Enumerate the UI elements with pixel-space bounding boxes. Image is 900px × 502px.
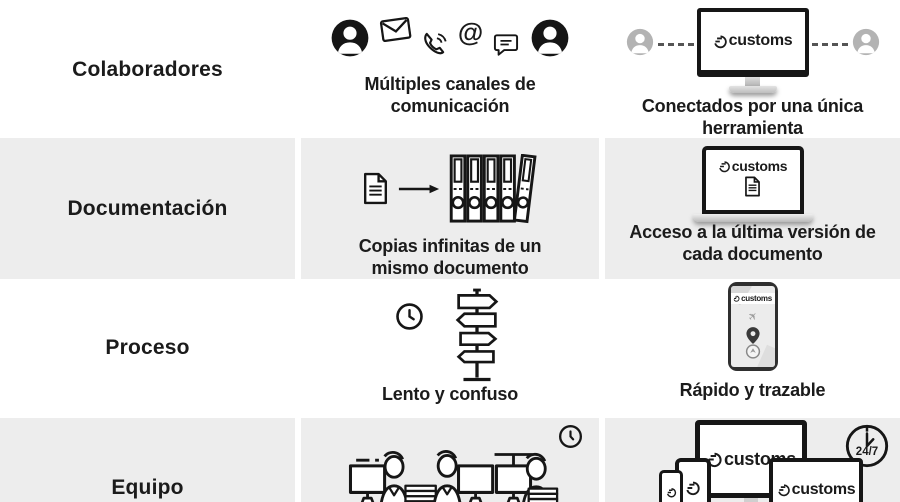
monitor-base [728, 86, 777, 93]
document-icon [362, 172, 389, 210]
always-on-badge: 24/7 [855, 446, 879, 458]
before-caption-documentacion: Copias infinitas de un mismo documento [358, 236, 542, 278]
after-caption-colaboradores: Conectados por una única herramienta [641, 96, 864, 138]
after-caption-proceso: Rápido y trazable [679, 380, 826, 400]
after-cell-equipo: customs customs [605, 418, 900, 502]
customs-logo: customs [718, 158, 788, 174]
smartphone-screen: customs ✈ [730, 286, 775, 367]
slow-process-illustration [395, 286, 506, 384]
copies-illustration [362, 153, 539, 229]
person-gray-icon [625, 27, 655, 62]
before-cell-colaboradores: @ Múltiples canales de comunicación [301, 0, 599, 139]
at-icon: @ [457, 17, 484, 47]
row-colaboradores: Colaboradores @ [0, 0, 900, 138]
monitor-screen: customs [696, 8, 809, 77]
after-cell-colaboradores: customs Conectados por una única herrami… [605, 0, 900, 139]
laptop-screen: customs [701, 146, 804, 214]
binders-icon [449, 153, 539, 229]
row-label-equipo: Equipo [111, 476, 184, 499]
phone-icon [421, 31, 448, 63]
row-label-documentacion: Documentación [67, 196, 228, 220]
communication-channels-icons: @ [329, 15, 571, 65]
map-pin-icon [745, 326, 760, 350]
envelope-icon [379, 16, 413, 48]
clock-24-7-icon: 24/7 [843, 422, 891, 470]
desktop-monitor: customs [696, 8, 809, 93]
laptop-screen: customs [769, 458, 863, 502]
row-equipo: Equipo [0, 418, 900, 502]
chat-bubble-icon [493, 33, 519, 62]
before-caption-colaboradores: Múltiples canales de comunicación [364, 74, 536, 116]
signpost-icon [448, 286, 506, 389]
customs-logo-glyph [686, 481, 700, 496]
row-proceso: Proceso [0, 278, 900, 418]
clock-icon [558, 424, 583, 454]
monitor-neck [745, 77, 760, 86]
multi-device-illustration: customs customs [605, 418, 900, 502]
customs-logo-glyph [666, 487, 676, 497]
label-cell-equipo: Equipo [0, 418, 295, 502]
customs-logo: customs [777, 481, 856, 499]
before-cell-equipo [301, 418, 599, 502]
after-cell-proceso: customs ✈ Rápido y trazable [605, 278, 900, 418]
connected-illustration: customs [625, 8, 881, 93]
monitor-neck [744, 498, 758, 502]
label-cell-proceso: Proceso [0, 278, 295, 418]
dashed-link [811, 43, 848, 46]
laptop-base [692, 214, 813, 222]
compass-icon [745, 344, 760, 364]
laptop: customs [692, 146, 813, 222]
dashed-link [657, 43, 694, 46]
before-caption-proceso: Lento y confuso [382, 384, 518, 404]
person-icon [529, 17, 571, 64]
smartphone: customs ✈ [727, 282, 778, 371]
row-label-proceso: Proceso [105, 336, 190, 359]
label-cell-documentacion: Documentación [0, 138, 295, 280]
smartphone [659, 470, 683, 502]
person-gray-icon [851, 27, 881, 62]
team-desks-icon [341, 443, 559, 502]
clock-icon [395, 302, 424, 336]
row-label-colaboradores: Colaboradores [72, 57, 223, 81]
before-cell-documentacion: Copias infinitas de un mismo documento [301, 138, 599, 280]
label-cell-colaboradores: Colaboradores [0, 0, 295, 139]
person-icon [329, 17, 371, 64]
before-cell-proceso: Lento y confuso [301, 278, 599, 418]
arrow-right-icon [397, 182, 441, 200]
row-documentacion: Documentación [0, 138, 900, 280]
document-icon [744, 176, 761, 202]
laptop: customs [769, 458, 863, 502]
customs-logo: customs [713, 32, 793, 50]
after-caption-documentacion: Acceso a la última versión de cada docum… [629, 222, 876, 264]
customs-logo: customs [730, 293, 775, 304]
after-cell-documentacion: customs Acceso a la última versión de ca… [605, 138, 900, 280]
